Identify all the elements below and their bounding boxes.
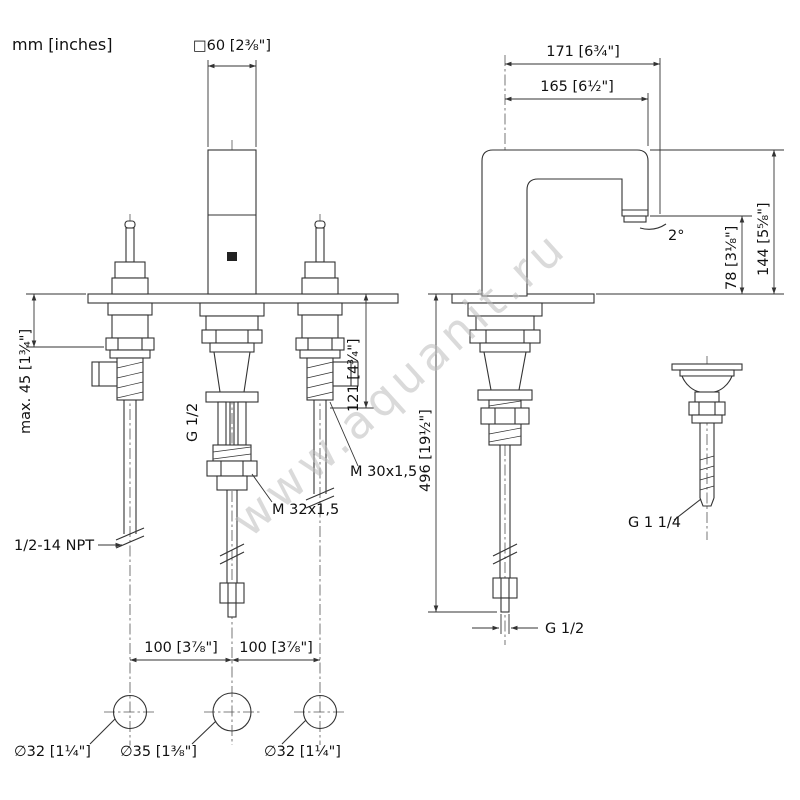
dim-label-square60: □60 [2⅜"] [193, 38, 271, 54]
dim-label-100-left: 100 [3⅞"] [144, 640, 218, 656]
dim-label-max45: max. 45 [1¾"] [18, 329, 34, 434]
spout-profile [481, 149, 667, 297]
side-shank-assembly [467, 302, 543, 613]
spout-column-front [207, 149, 257, 295]
dim-label-121: 121 [4¾"] [346, 338, 362, 412]
valve-right [295, 302, 359, 509]
handle-left [111, 220, 149, 295]
mounting-hole-circles [89, 692, 338, 745]
g114-leader [673, 498, 702, 521]
label-g114: G 1 1/4 [628, 515, 681, 531]
center-shank-assembly [199, 302, 265, 618]
dim-label-dia32-right: ∅32 [1¼"] [264, 744, 341, 760]
dim-label-496: 496 [19½"] [418, 409, 434, 492]
dim-label-dia32-left: ∅32 [1¼"] [14, 744, 91, 760]
watermark-text: www.aquanit.ru [221, 219, 577, 547]
dim-label-100-right: 100 [3⅞"] [239, 640, 313, 656]
aerator [623, 215, 647, 223]
m30-leader [329, 401, 359, 467]
label-npt: 1/2-14 NPT [14, 538, 94, 554]
handle-right [301, 220, 339, 295]
units-label: mm [inches] [12, 35, 112, 54]
dim-label-171: 171 [6¾"] [546, 44, 620, 60]
label-g12-front: G 1/2 [185, 403, 201, 442]
dimension-lines [26, 58, 784, 663]
front-view-geometry [87, 149, 399, 745]
label-m32: M 32x1,5 [272, 502, 339, 518]
m32-leader [251, 473, 273, 503]
label-g12-side: G 1/2 [545, 621, 584, 637]
dim-label-78: 78 [3⅛"] [724, 226, 740, 290]
deck-plate-front [87, 293, 399, 304]
label-m30: M 30x1,5 [350, 464, 417, 480]
valve-left [91, 302, 155, 549]
dim-label-144: 144 [5⅝"] [756, 202, 772, 276]
dim-label-dia35: ∅35 [1⅜"] [120, 744, 197, 760]
drain-waste-geometry [671, 363, 743, 521]
dimension-labels: mm [inches] □60 [2⅜"] 171 [6¾"] 165 [6½"… [12, 35, 772, 760]
angle-arc [639, 223, 667, 230]
logo-mark [227, 252, 237, 261]
side-view-geometry [451, 149, 667, 613]
dim-label-165: 165 [6½"] [540, 79, 614, 95]
dim-label-angle: 2° [668, 228, 684, 244]
